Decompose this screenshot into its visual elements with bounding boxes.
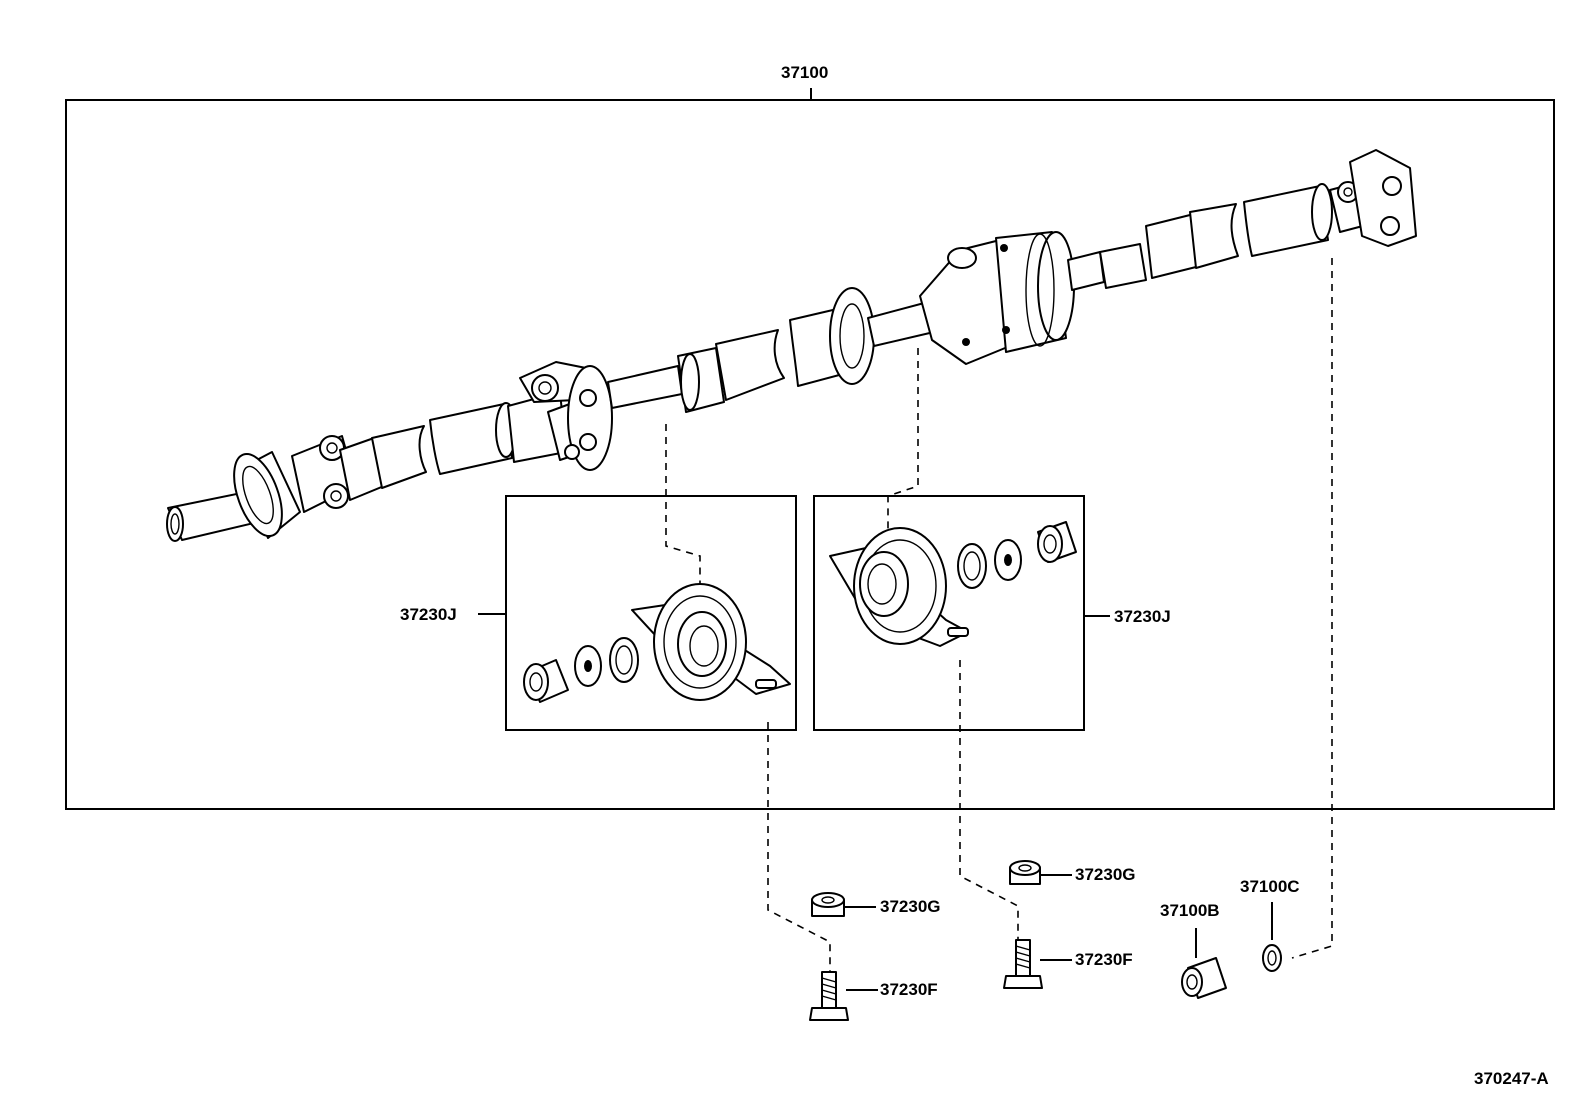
cushion-37230G-left bbox=[811, 892, 876, 917]
front-spline-yoke bbox=[166, 451, 301, 542]
clip-37100C bbox=[1262, 902, 1282, 972]
label-37100B: 37100B bbox=[1160, 901, 1220, 920]
sleeve-37100B bbox=[1181, 928, 1227, 999]
label-37100: 37100 bbox=[781, 63, 829, 82]
leader-lines bbox=[665, 258, 1333, 976]
label-37100C: 37100C bbox=[1240, 877, 1300, 896]
bolt-37230F-right bbox=[1003, 939, 1072, 989]
constant-velocity-joint bbox=[919, 231, 1105, 365]
bolt-37230F-left bbox=[809, 971, 878, 1021]
rear-flange-yoke bbox=[1329, 149, 1417, 247]
assembly-37100-outline bbox=[65, 88, 1555, 810]
bearing-inset-right bbox=[813, 495, 1085, 731]
cushion-37230G-right bbox=[1009, 860, 1072, 885]
front-shaft-tube bbox=[371, 402, 517, 489]
label-37230G-left: 37230G bbox=[880, 897, 941, 916]
center-universal-joint bbox=[507, 361, 613, 471]
rear-shaft-tube bbox=[1099, 183, 1333, 289]
intermediate-shaft bbox=[607, 287, 935, 413]
front-universal-joint bbox=[291, 435, 385, 513]
bearing-inset-left bbox=[505, 495, 797, 731]
figure-code: 370247-A bbox=[1474, 1069, 1549, 1088]
label-37230G-right: 37230G bbox=[1075, 865, 1136, 884]
label-37230J-right: 37230J bbox=[1114, 607, 1171, 626]
propeller-shaft bbox=[166, 149, 1417, 542]
label-37230J-left: 37230J bbox=[400, 605, 457, 624]
label-37230F-left: 37230F bbox=[880, 980, 938, 999]
label-37230F-right: 37230F bbox=[1075, 950, 1133, 969]
